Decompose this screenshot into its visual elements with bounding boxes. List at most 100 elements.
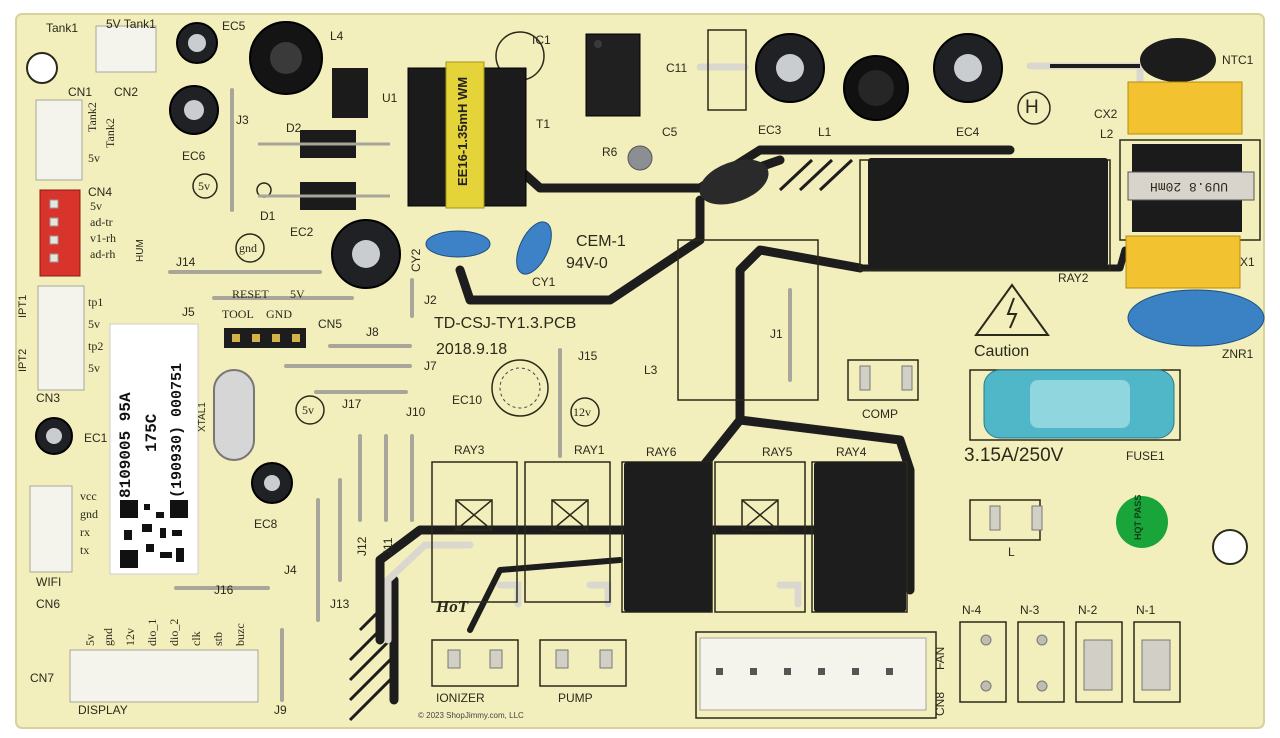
label-c11: C11 <box>666 61 688 75</box>
label-l1: L1 <box>818 125 832 139</box>
transformer-marking: EE16-1.35mH WM <box>455 76 470 186</box>
label-c5: C5 <box>662 125 678 139</box>
label-l2: L2 <box>1100 127 1114 141</box>
label-display-pin2: gnd <box>101 628 115 646</box>
label-ic1: IC1 <box>532 33 551 47</box>
choke-marking: UU9.8 20mH <box>1150 179 1229 194</box>
label-tank1: Tank1 <box>46 21 79 35</box>
label-12v-circle: 12v <box>573 405 591 419</box>
label-j16: J16 <box>214 583 234 597</box>
label-ec6: EC6 <box>182 149 206 163</box>
label-u1: U1 <box>382 91 398 105</box>
label-cn4-pin2: ad-tr <box>90 215 113 229</box>
label-hot: HoT <box>436 597 469 616</box>
label-ec3: EC3 <box>758 123 782 137</box>
label-n2: N-2 <box>1078 603 1098 617</box>
label-5v-circle-b: 5v <box>302 403 314 417</box>
label-j14: J14 <box>176 255 196 269</box>
label-cn2: CN2 <box>114 85 139 99</box>
label-n3: N-3 <box>1020 603 1040 617</box>
label-tool: TOOL <box>222 307 254 321</box>
label-l4: L4 <box>330 29 344 43</box>
label-l-mark: L <box>1008 545 1015 559</box>
copyright-text: © 2023 ShopJimmy.com, LLC <box>418 711 524 720</box>
label-j17: J17 <box>342 397 362 411</box>
label-hum: HUM <box>135 239 146 262</box>
label-cn7: CN7 <box>30 671 55 685</box>
label-j5: J5 <box>182 305 195 319</box>
label-cn4-pin4: ad-rh <box>90 247 116 261</box>
label-fuse-rating: 3.15A/250V <box>964 445 1064 466</box>
label-r6: R6 <box>602 145 618 159</box>
label-j11: J11 <box>381 537 395 556</box>
label-wifi-pin2: gnd <box>80 507 98 521</box>
label-n4: N-4 <box>962 603 982 617</box>
label-ec10: EC10 <box>452 393 483 407</box>
label-d1: D1 <box>260 209 276 223</box>
label-caution: Caution <box>974 343 1030 360</box>
label-cn6: CN6 <box>36 597 61 611</box>
label-cn1: CN1 <box>68 85 93 99</box>
label-ipt2: IPT2 <box>17 348 29 372</box>
sticker-line1: 8109005 95A <box>117 392 135 498</box>
label-d2: D2 <box>286 121 302 135</box>
label-gnd: GND <box>266 307 292 321</box>
sticker-line2: 175C <box>143 413 161 452</box>
label-x1: X1 <box>1240 255 1255 269</box>
label-ec1: EC1 <box>84 431 108 445</box>
label-display-pin3: 12v <box>123 628 137 646</box>
label-j15: J15 <box>578 349 598 363</box>
label-ray3: RAY3 <box>454 443 485 457</box>
label-ray2: RAY2 <box>1058 271 1089 285</box>
label-j3: J3 <box>236 113 249 127</box>
label-ray1: RAY1 <box>574 443 605 457</box>
label-j8: J8 <box>366 325 379 339</box>
label-j10: J10 <box>406 405 426 419</box>
label-pcb-date: 2018.9.18 <box>436 341 508 358</box>
label-5v-circle: 5v <box>198 179 210 193</box>
label-cy1: CY1 <box>532 275 556 289</box>
label-ec8: EC8 <box>254 517 278 531</box>
label-ipt-pin3: tp2 <box>88 339 104 353</box>
label-cn5: CN5 <box>318 317 343 331</box>
label-h-mark: H <box>1025 97 1039 118</box>
label-t1: T1 <box>536 117 551 131</box>
label-display-pin1: 5v <box>83 634 97 646</box>
label-ntc1: NTC1 <box>1222 53 1254 67</box>
label-j7: J7 <box>424 359 437 373</box>
label-n1: N-1 <box>1136 603 1156 617</box>
label-wifi-pin3: rx <box>80 525 90 539</box>
label-wifi: WIFI <box>36 575 62 589</box>
label-pcb-name: TD-CSJ-TY1.3.PCB <box>434 315 577 332</box>
label-display-pin4: dio_1 <box>145 618 159 646</box>
label-5v-tank1: 5V Tank1 <box>106 17 156 31</box>
label-j4: J4 <box>284 563 297 577</box>
label-ec4: EC4 <box>956 125 980 139</box>
label-tank2b: Tank2 <box>103 118 117 148</box>
label-cn4: CN4 <box>88 185 113 199</box>
label-j12: J12 <box>355 536 369 556</box>
label-l3: L3 <box>644 363 658 377</box>
label-fan: FAN <box>933 646 947 670</box>
label-display-pin6: clk <box>189 631 203 646</box>
label-znr1: ZNR1 <box>1222 347 1254 361</box>
label-gnd-circle: gnd <box>239 241 257 255</box>
label-cn4-pin1: 5v <box>90 199 102 213</box>
label-ipt-pin2: 5v <box>88 317 100 331</box>
label-wifi-pin1: vcc <box>80 489 97 503</box>
label-cx2: CX2 <box>1094 107 1118 121</box>
label-xtal1: XTAL1 <box>197 402 208 432</box>
label-wifi-pin4: tx <box>80 543 90 557</box>
label-ray4: RAY4 <box>836 445 867 459</box>
label-comp: COMP <box>862 407 898 421</box>
label-ionizer: IONIZER <box>436 691 485 705</box>
sticker-line3: (190930) 000751 <box>169 362 186 498</box>
label-ipt-pin1: tp1 <box>88 295 104 309</box>
label-reset: RESET <box>232 287 269 301</box>
label-94v0: 94V-0 <box>566 255 608 272</box>
label-j9: J9 <box>274 703 287 717</box>
label-display-pin7: stb <box>211 631 225 646</box>
label-j13: J13 <box>330 597 350 611</box>
